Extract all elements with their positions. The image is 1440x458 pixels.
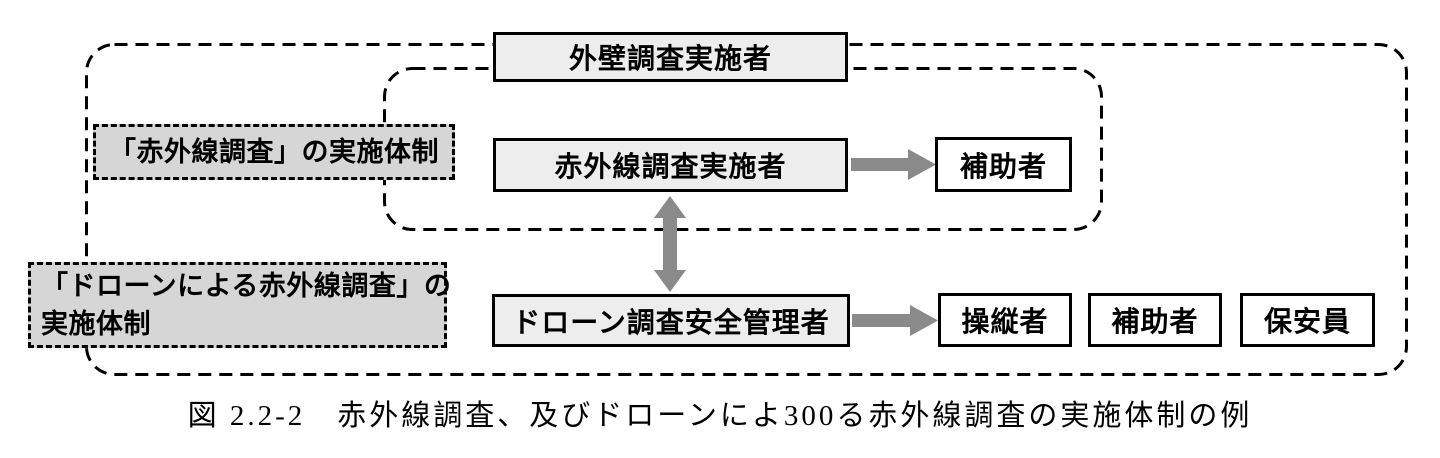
drone-guard-label: 保安員 [1263,306,1351,337]
exterior-wall-surveyor-label: 外壁調査実施者 [568,43,772,74]
drone-group-label-line2: 実施体制 [41,309,151,339]
inner-dashed-frame [383,67,1103,231]
infrared-assistant-box: 補助者 [935,137,1072,192]
drone-operator-label: 操縦者 [961,306,1049,337]
drone-operator-box: 操縦者 [938,293,1072,347]
drone-assistant-label: 補助者 [1111,306,1199,337]
infrared-surveyor-label: 赤外線調査実施者 [554,151,787,182]
drone-safety-manager-box: ドローン調査安全管理者 [492,294,850,347]
drone-group-label-line1: 「ドローンによる赤外線調査」の [41,271,452,301]
infrared-group-label: 「赤外線調査」の実施体制 [109,137,439,167]
infrared-surveyor-box: 赤外線調査実施者 [493,138,848,192]
drone-assistant-box: 補助者 [1088,293,1222,347]
right-arrow-icon [851,149,936,180]
exterior-wall-surveyor-box: 外壁調査実施者 [493,32,848,82]
drone-safety-manager-label: ドローン調査安全管理者 [512,306,830,338]
right-arrow-icon [852,305,938,336]
infrared-assistant-label: 補助者 [959,150,1047,182]
infrared-group-label-box: 「赤外線調査」の実施体制 [93,124,455,180]
drone-group-label-box: 「ドローンによる赤外線調査」の 実施体制 [28,262,452,348]
drone-guard-box: 保安員 [1240,293,1375,347]
double-arrow-icon [654,196,686,292]
figure-caption: 図 2.2-2 赤外線調査、及びドローンによ300る赤外線調査の実施体制の例 [187,400,1253,432]
